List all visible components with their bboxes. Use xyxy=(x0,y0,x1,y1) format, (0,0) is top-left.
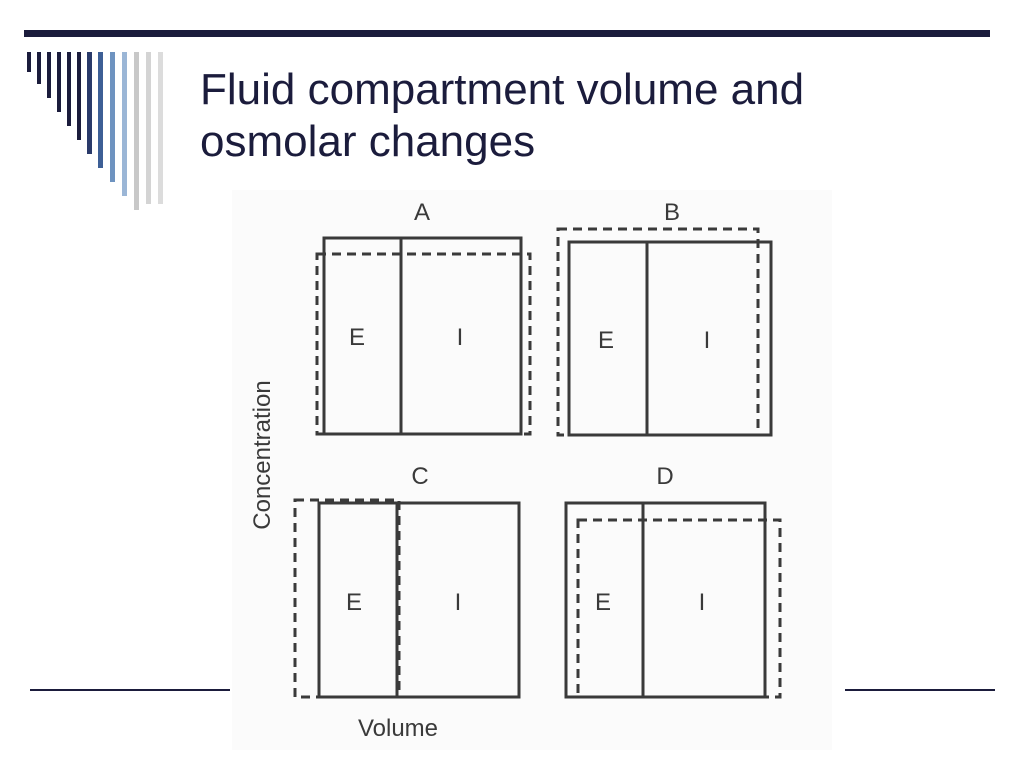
title-line-1: Fluid compartment volume and xyxy=(200,65,805,114)
dashed-compartment xyxy=(315,252,532,436)
fluid-compartment-diagram: Concentration Volume A E I B E I C E xyxy=(232,190,832,750)
panel-letter: B xyxy=(664,199,680,226)
x-axis-label: Volume xyxy=(358,715,438,742)
solid-compartment xyxy=(567,240,773,437)
panel-a: A E I xyxy=(315,199,532,436)
panel-letter: D xyxy=(656,463,673,490)
footer-rule-right xyxy=(845,689,995,691)
panel-letter: A xyxy=(414,199,430,226)
dashed-compartment xyxy=(576,518,782,699)
extracellular-label: E xyxy=(595,589,611,616)
decorative-stripes xyxy=(27,52,163,210)
header-rule xyxy=(24,30,990,37)
panel-letter: C xyxy=(411,463,428,490)
intracellular-label: I xyxy=(704,327,711,354)
extracellular-label: E xyxy=(598,327,614,354)
dashed-compartment xyxy=(293,498,401,699)
solid-compartment xyxy=(317,501,521,699)
title-line-2: osmolar changes xyxy=(200,117,536,166)
dashed-compartment xyxy=(556,227,760,437)
panel-c: C E I xyxy=(293,463,521,699)
panel-d: D E I xyxy=(564,463,782,699)
extracellular-label: E xyxy=(349,324,365,351)
diagram-canvas: Concentration Volume A E I B E I C E xyxy=(249,199,782,742)
intracellular-label: I xyxy=(455,589,462,616)
slide-title: Fluid compartment volume and osmolar cha… xyxy=(200,64,1000,168)
y-axis-label: Concentration xyxy=(249,380,276,529)
intracellular-label: I xyxy=(457,324,464,351)
panel-b: B E I xyxy=(556,199,773,437)
solid-compartment xyxy=(564,501,767,699)
extracellular-label: E xyxy=(346,589,362,616)
intracellular-label: I xyxy=(699,589,706,616)
footer-rule-left xyxy=(30,689,230,691)
